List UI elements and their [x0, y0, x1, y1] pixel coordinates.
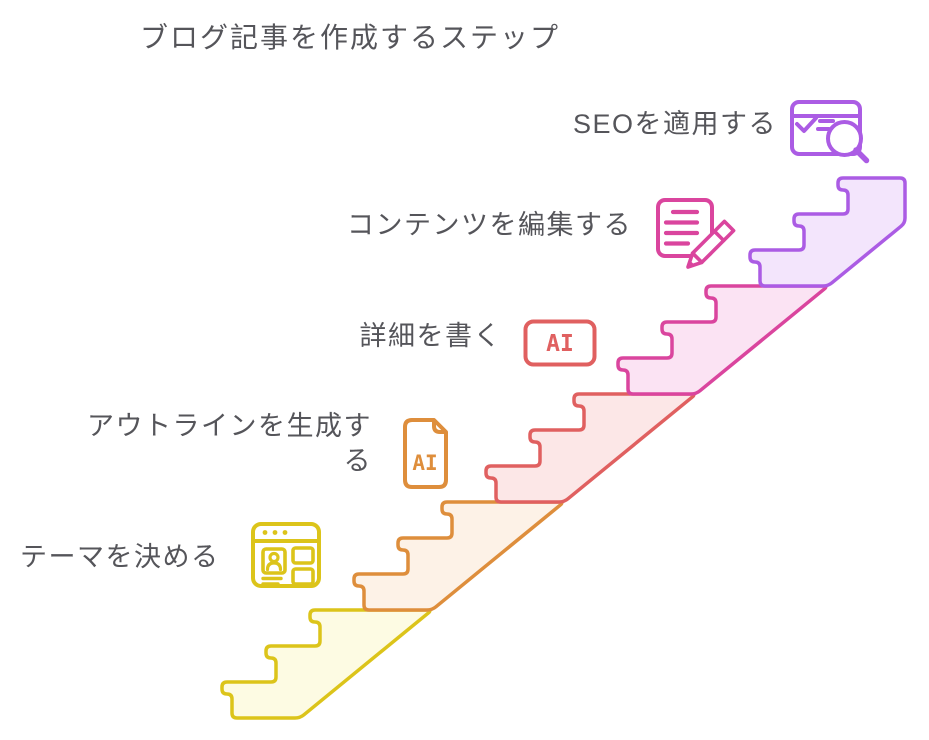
browser-layout-icon [248, 517, 324, 593]
document-pencil-icon [650, 196, 738, 274]
stair-segment-3 [484, 392, 696, 504]
browser-search-icon [786, 92, 880, 170]
ai-badge-icon: AI [522, 318, 598, 368]
stair-segment-2 [352, 500, 564, 612]
ai-badge-text: AI [546, 331, 574, 357]
stair-segment-5 [748, 176, 907, 288]
page-title: ブログ記事を作成するステップ [140, 22, 561, 53]
step-label-seo: SEOを適用する [572, 109, 777, 139]
step-label-outline: アウトラインを生成する [87, 411, 372, 476]
stair-segment-1 [220, 608, 432, 720]
step-label-details: 詳細を書く [359, 321, 502, 351]
step-label-theme: テーマを決める [20, 542, 220, 572]
stair-segment-4 [616, 284, 828, 396]
step-label-content: コンテンツを編集する [347, 210, 632, 240]
ai-file-badge-text: AI [412, 451, 437, 475]
ai-file-icon: AI [396, 416, 454, 492]
